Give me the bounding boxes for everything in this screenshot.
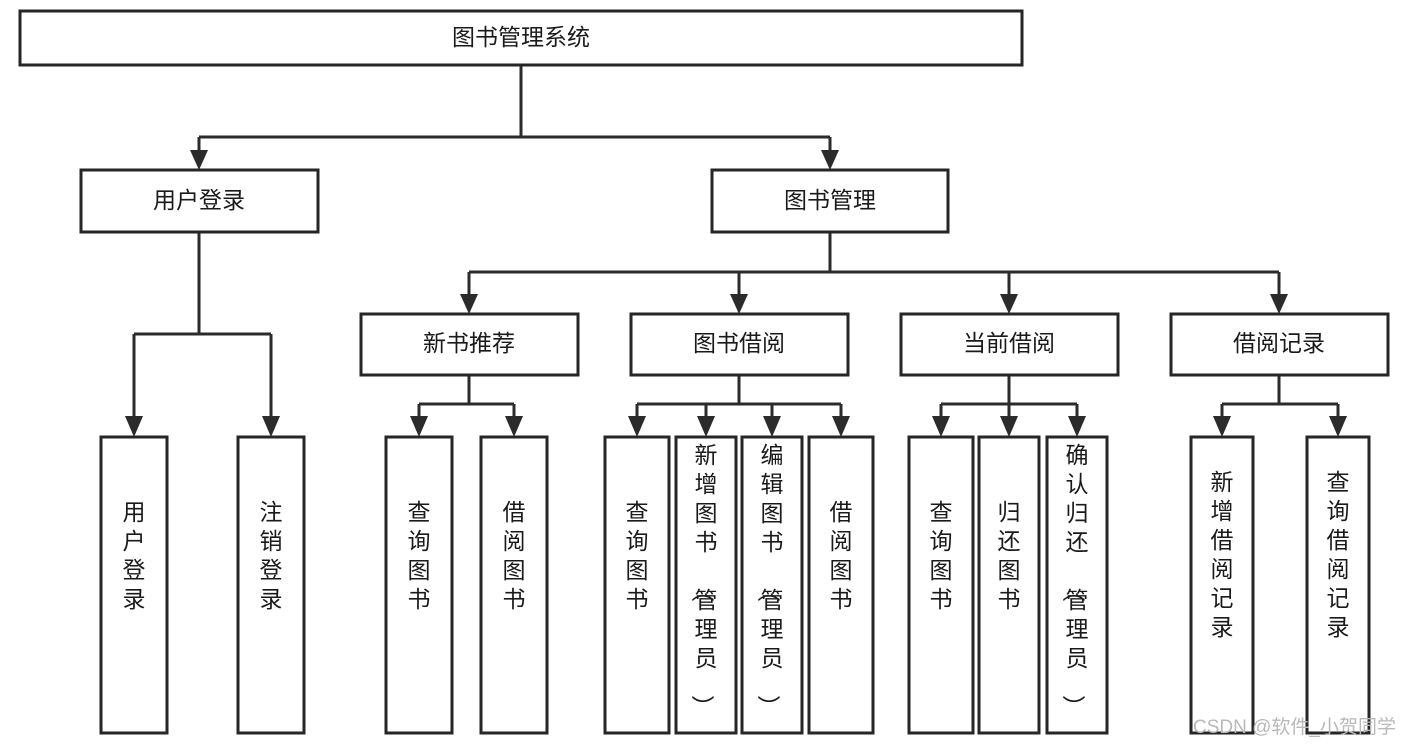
arrow-head-leaf-return-book [1000,416,1018,437]
arrow-head-user-login [190,150,208,170]
node-leaf-return-book-label: 归还图书 [998,499,1021,612]
node-user-login[interactable]: 用户登录 [79,168,320,234]
arrow-head-new-book-rec [460,294,478,314]
node-leaf-query-book-2[interactable]: 查询图书 [603,435,671,735]
node-leaf-query-record[interactable]: 查询借阅记录 [1305,435,1371,735]
arrow-head-book-borrow [730,294,748,314]
node-book-borrow-box[interactable] [629,312,850,377]
node-leaf-user-login-box[interactable] [99,435,169,735]
node-leaf-query-book-3-label: 查询图书 [930,499,953,612]
node-leaf-logout-label: 注销登录 [260,499,283,612]
arrow-head-leaf-query-record [1329,416,1347,437]
node-leaf-confirm-return-box[interactable] [1045,435,1109,735]
node-book-borrow[interactable]: 图书借阅 [629,312,850,377]
connector-layer [125,65,1347,437]
node-borrow-record-box[interactable] [1169,312,1390,377]
node-leaf-borrow-book-2[interactable]: 借阅图书 [807,435,875,735]
node-leaf-return-book[interactable]: 归还图书 [977,435,1041,735]
node-leaf-user-login-label: 用户登录 [123,499,146,612]
node-leaf-confirm-return[interactable]: 确认归还（管理员） [1045,435,1109,735]
arrow-head-current-borrow [1000,294,1018,314]
node-user-login-label: 用户登录 [153,187,245,213]
node-leaf-add-record[interactable]: 新增借阅记录 [1189,435,1255,735]
node-new-book-rec-label: 新书推荐 [423,330,515,356]
arrow-head-leaf-add-book [697,416,715,437]
node-leaf-add-book[interactable]: 新增图书（管理员） [674,435,738,735]
arrow-head-leaf-query-book-1 [410,416,428,437]
node-leaf-query-book-2-box[interactable] [603,435,671,735]
arrow-head-book-manage [821,150,839,170]
arrow-head-leaf-user-login [125,416,143,437]
arrow-head-leaf-query-book-3 [932,416,950,437]
node-book-manage[interactable]: 图书管理 [710,168,950,234]
node-layer: 图书管理系统 用户登录 图书管理 新书推荐 图书借阅 [18,9,1390,735]
node-leaf-edit-book-label: 编辑图书（管理员） [756,442,784,718]
node-leaf-query-record-box[interactable] [1305,435,1371,735]
arrow-head-leaf-borrow-book-2 [832,416,850,437]
node-leaf-logout[interactable]: 注销登录 [236,435,306,735]
node-root-label: 图书管理系统 [452,24,590,50]
node-current-borrow-label: 当前借阅 [963,330,1055,356]
node-leaf-borrow-book-2-box[interactable] [807,435,875,735]
node-book-manage-label: 图书管理 [784,187,876,213]
node-leaf-query-book-3[interactable]: 查询图书 [907,435,975,735]
node-root[interactable]: 图书管理系统 [18,9,1024,67]
node-leaf-logout-box[interactable] [236,435,306,735]
arrow-head-leaf-add-record [1213,416,1231,437]
node-new-book-rec[interactable]: 新书推荐 [359,312,580,377]
node-leaf-borrow-book-2-label: 借阅图书 [830,499,853,612]
node-new-book-rec-box[interactable] [359,312,580,377]
node-leaf-edit-book-box[interactable] [740,435,804,735]
node-leaf-add-record-label: 新增借阅记录 [1211,469,1234,640]
node-leaf-add-record-box[interactable] [1189,435,1255,735]
node-leaf-user-login[interactable]: 用户登录 [99,435,169,735]
arrow-head-leaf-confirm-return [1068,416,1086,437]
node-borrow-record-label: 借阅记录 [1233,330,1325,356]
node-leaf-add-book-box[interactable] [674,435,738,735]
node-book-borrow-label: 图书借阅 [693,330,785,356]
node-leaf-query-book-1-label: 查询图书 [408,499,431,612]
node-leaf-borrow-book-1-box[interactable] [479,435,549,735]
node-current-borrow[interactable]: 当前借阅 [899,312,1120,377]
node-leaf-borrow-book-1[interactable]: 借阅图书 [479,435,549,735]
node-leaf-return-book-box[interactable] [977,435,1041,735]
node-leaf-add-book-label: 新增图书（管理员） [690,442,718,718]
node-leaf-edit-book[interactable]: 编辑图书（管理员） [740,435,804,735]
node-user-login-box[interactable] [79,168,320,234]
csdn-watermark: CSDN @软件_小贺同学 [1193,716,1396,738]
node-leaf-confirm-return-label: 确认归还（管理员） [1061,442,1089,718]
node-current-borrow-box[interactable] [899,312,1120,377]
arrow-head-leaf-logout [262,416,280,437]
node-root-box[interactable] [18,9,1024,67]
node-leaf-query-book-1[interactable]: 查询图书 [384,435,454,735]
node-leaf-borrow-book-1-label: 借阅图书 [503,499,526,612]
node-leaf-query-book-3-box[interactable] [907,435,975,735]
node-leaf-query-book-2-label: 查询图书 [626,499,649,612]
node-borrow-record[interactable]: 借阅记录 [1169,312,1390,377]
node-leaf-query-record-label: 查询借阅记录 [1327,469,1350,640]
node-leaf-query-book-1-box[interactable] [384,435,454,735]
arrow-head-leaf-borrow-book-1 [505,416,523,437]
arrow-head-leaf-edit-book [763,416,781,437]
arrow-head-borrow-record [1270,294,1288,314]
arrow-head-leaf-query-book-2 [628,416,646,437]
node-book-manage-box[interactable] [710,168,950,234]
